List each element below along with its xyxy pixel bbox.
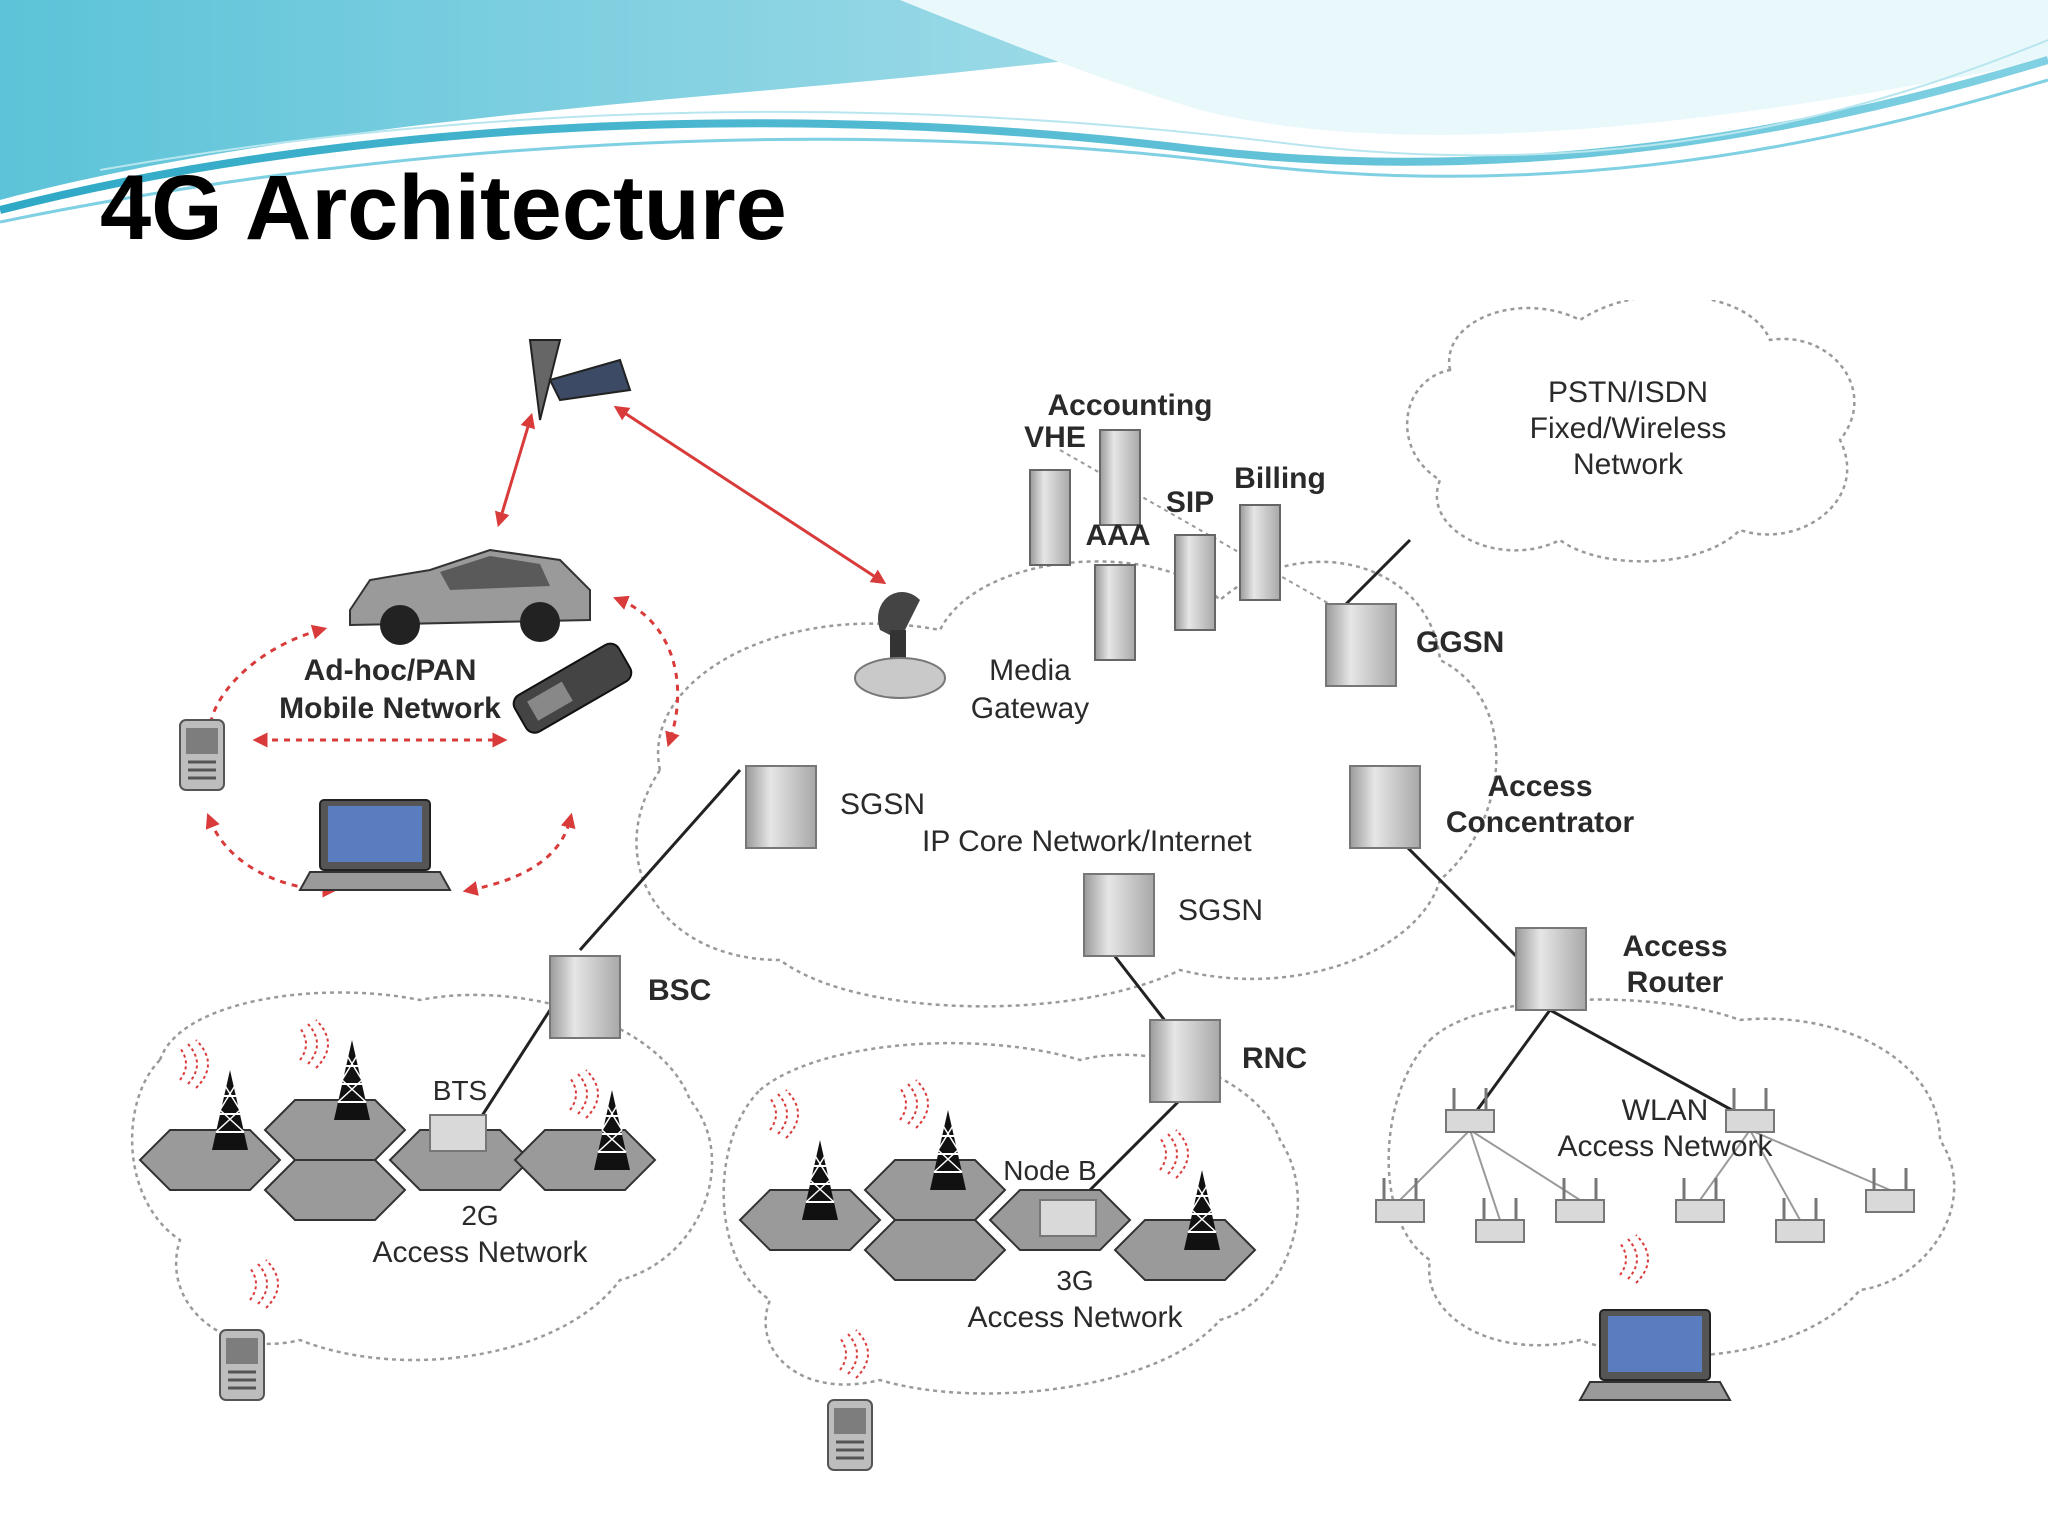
access-point-icon bbox=[1774, 1196, 1826, 1244]
wireless-links bbox=[202, 405, 887, 898]
3g-signal-icon bbox=[1159, 1129, 1189, 1179]
wlan-label-line1: WLAN bbox=[1622, 1094, 1709, 1127]
adhoc-label-line2: Mobile Network bbox=[279, 692, 501, 725]
ip-core-label: IP Core Network/Internet bbox=[922, 825, 1252, 858]
vhe-label: VHE bbox=[1024, 421, 1086, 454]
network-architecture-diagram: Ad-hoc/PAN Mobile Network Media Gateway … bbox=[130, 300, 1956, 1472]
vhe-server-icon bbox=[1029, 469, 1071, 566]
access-point-icon bbox=[1374, 1176, 1426, 1224]
accounting-label: Accounting bbox=[1048, 389, 1213, 422]
aaa-label: AAA bbox=[1086, 519, 1151, 552]
ip-core-cloud bbox=[635, 560, 1498, 1008]
wlan-cloud bbox=[1387, 998, 1956, 1358]
3g-cloud bbox=[722, 1041, 1300, 1395]
node-b-label: Node B bbox=[1003, 1155, 1096, 1186]
2g-signal-icon bbox=[569, 1069, 599, 1119]
rnc-node-icon bbox=[1149, 1019, 1221, 1103]
2g-signal-icon bbox=[299, 1019, 329, 1069]
service-servers bbox=[1029, 429, 1281, 661]
pstn-label-line3: Network bbox=[1573, 448, 1684, 481]
3g-signal-icon bbox=[769, 1089, 799, 1139]
ggsn-node-icon bbox=[1325, 603, 1397, 687]
3g-signal-icon bbox=[899, 1079, 929, 1129]
pstn-cloud bbox=[1405, 300, 1856, 563]
2g-hex-cells bbox=[138, 1099, 657, 1221]
3g-tower-3-icon bbox=[1183, 1169, 1221, 1251]
car-icon bbox=[349, 548, 591, 645]
billing-server-icon bbox=[1239, 504, 1281, 601]
access-point-icon bbox=[1674, 1176, 1726, 1224]
access-router-label-line1: Access bbox=[1622, 930, 1727, 963]
access-point-icon bbox=[1864, 1166, 1916, 1214]
3g-network-label-line1: 3G bbox=[1056, 1265, 1093, 1296]
bsc-label: BSC bbox=[648, 974, 711, 1007]
wlan-label-line2: Access Network bbox=[1557, 1130, 1773, 1163]
access-point-icon bbox=[1554, 1176, 1606, 1224]
sgsn-bottom-node-icon bbox=[1083, 873, 1155, 957]
wlan-laptop-icon bbox=[1579, 1309, 1731, 1401]
2g-tower-2-icon bbox=[333, 1039, 371, 1121]
3g-tower-2-icon bbox=[929, 1109, 967, 1191]
accounting-server-icon bbox=[1099, 429, 1141, 526]
3g-network-label-line2: Access Network bbox=[967, 1301, 1183, 1334]
media-gateway-label-line1: Media bbox=[989, 654, 1071, 687]
pstn-label-line1: PSTN/ISDN bbox=[1548, 376, 1708, 409]
access-concentrator-node-icon bbox=[1349, 765, 1421, 849]
header-wave-banner bbox=[0, 0, 2048, 224]
2g-network-label-line2: Access Network bbox=[372, 1236, 588, 1269]
access-point-icon bbox=[1474, 1196, 1526, 1244]
laptop-icon bbox=[299, 799, 451, 891]
access-concentrator-label-line2: Concentrator bbox=[1446, 806, 1635, 839]
bts-label: BTS bbox=[433, 1075, 487, 1106]
aaa-server-icon bbox=[1094, 564, 1136, 661]
2g-network-label-line1: 2G bbox=[461, 1200, 498, 1231]
adhoc-label-line1: Ad-hoc/PAN bbox=[304, 654, 477, 687]
bts-icon bbox=[429, 1114, 487, 1152]
sgsn-top-node-icon bbox=[745, 765, 817, 849]
wlan-ap-main-icon bbox=[1444, 1086, 1496, 1134]
media-gateway-label-line2: Gateway bbox=[971, 692, 1089, 725]
sgsn-bottom-label: SGSN bbox=[1178, 894, 1263, 927]
bsc-node-icon bbox=[549, 955, 621, 1039]
sip-server-icon bbox=[1174, 534, 1216, 631]
3g-phone-icon bbox=[826, 1398, 874, 1472]
link-lines bbox=[458, 449, 1751, 1222]
pstn-label-line2: Fixed/Wireless bbox=[1530, 412, 1727, 445]
wlan-ap-links bbox=[1399, 1129, 1891, 1221]
3g-tower-1-icon bbox=[801, 1139, 839, 1221]
rnc-label: RNC bbox=[1242, 1042, 1307, 1075]
slide-title: 4G Architecture bbox=[100, 157, 787, 259]
sgsn-top-label: SGSN bbox=[840, 788, 925, 821]
satellite-icon bbox=[528, 339, 632, 421]
2g-tower-1-icon bbox=[211, 1069, 249, 1151]
2g-signal-icon bbox=[179, 1039, 209, 1089]
2g-cloud bbox=[130, 991, 714, 1362]
sip-label: SIP bbox=[1166, 486, 1214, 519]
ggsn-label: GGSN bbox=[1416, 626, 1504, 659]
access-concentrator-label-line1: Access bbox=[1487, 770, 1592, 803]
3g-phone-signal-icon bbox=[839, 1329, 869, 1379]
remote-device-icon bbox=[512, 642, 633, 734]
access-router-label-line2: Router bbox=[1627, 966, 1724, 999]
2g-phone-signal-icon bbox=[249, 1259, 279, 1309]
wlan-ap-main-icon bbox=[1724, 1086, 1776, 1134]
billing-label: Billing bbox=[1234, 462, 1326, 495]
2g-phone-icon bbox=[218, 1328, 266, 1402]
node-b-icon bbox=[1039, 1199, 1097, 1237]
wlan-laptop-signal-icon bbox=[1619, 1234, 1649, 1284]
media-gateway-icon bbox=[854, 591, 946, 699]
pda-icon bbox=[178, 718, 226, 792]
access-router-node-icon bbox=[1515, 927, 1587, 1011]
